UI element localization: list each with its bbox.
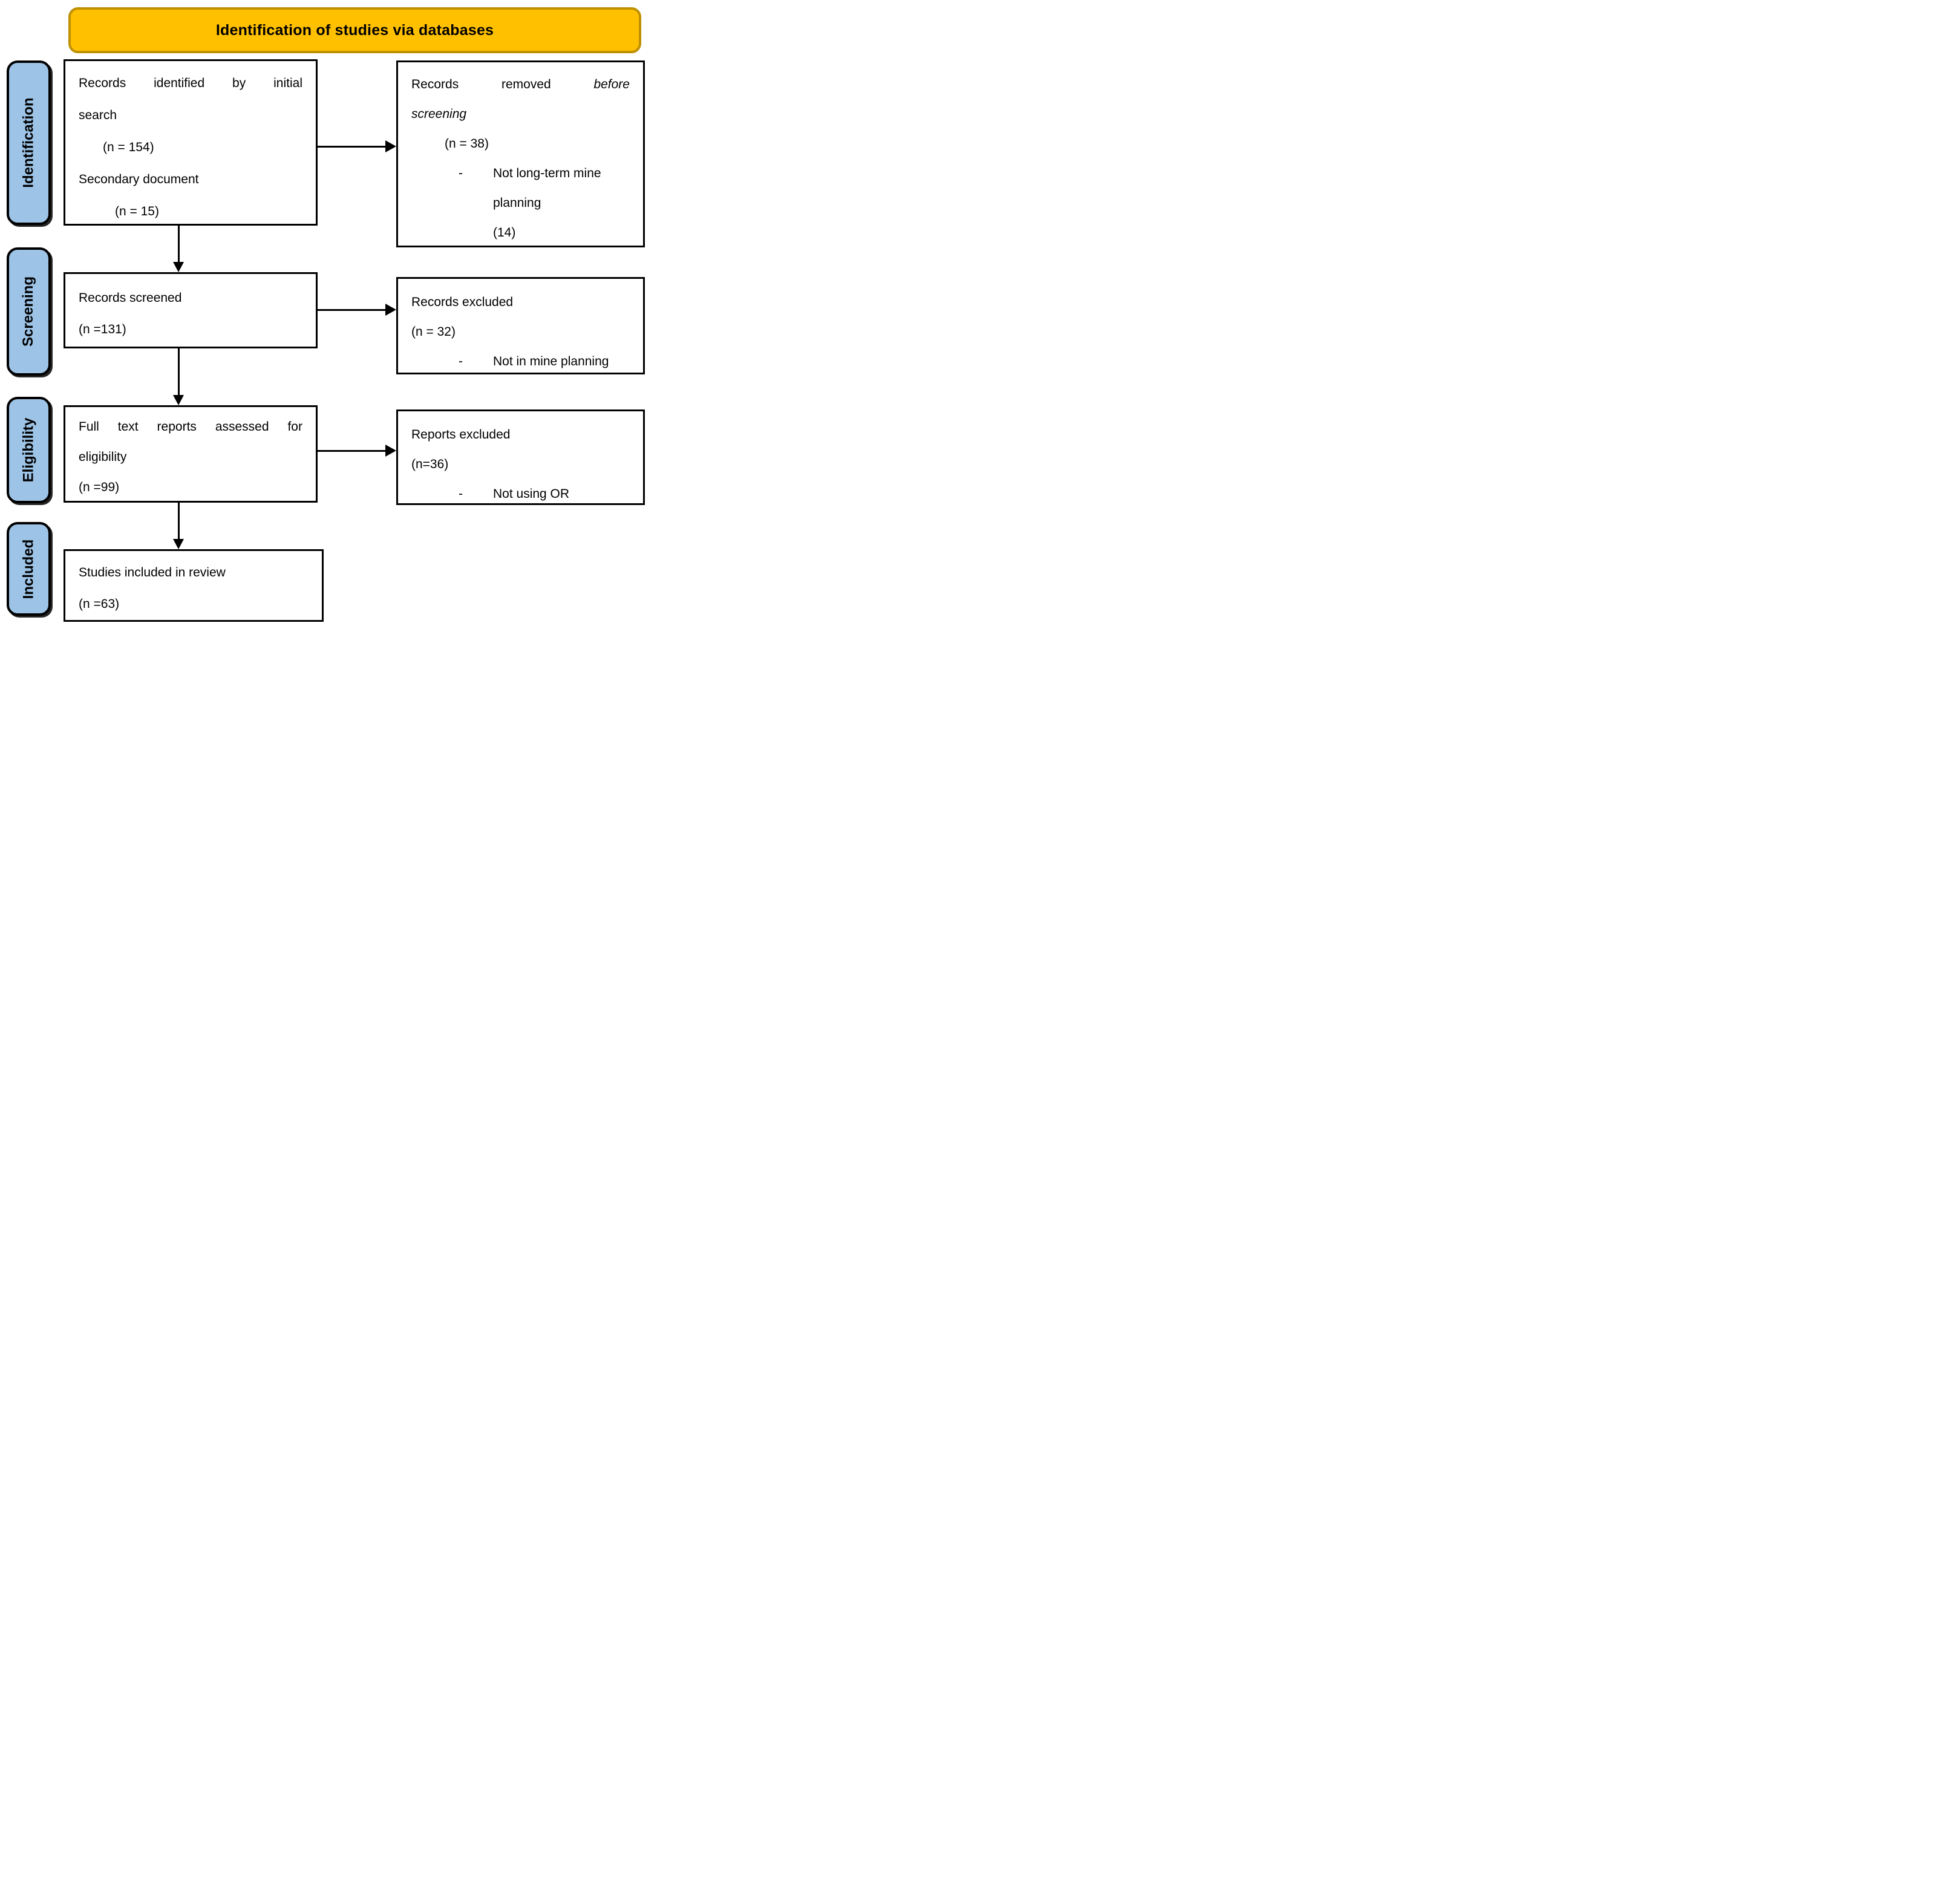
records-identified-line2: search (79, 108, 117, 122)
arrow-identified-to-removed-head (385, 140, 396, 152)
stage-label-screening: Screening (7, 247, 51, 376)
stage-label-identification: Identification (7, 60, 51, 225)
fulltext-line2: eligibility (79, 450, 127, 464)
studies-included-count: (n =63) (79, 597, 120, 611)
box-reports-excluded: Reports excluded (n=36) - Not using OR (396, 409, 645, 505)
fulltext-line1: Full text reports assessed for (79, 420, 302, 434)
bullet-dash: - (459, 487, 463, 501)
stage-label-identification-text: Identification (20, 97, 37, 188)
records-excluded-line1: Records excluded (411, 295, 514, 309)
arrow-screened-to-excluded-line (318, 309, 387, 311)
arrow-screened-to-fulltext-line (178, 348, 180, 396)
box-records-excluded: Records excluded (n = 32) - Not in mine … (396, 277, 645, 374)
reports-excluded-reason: - Not using OR (411, 479, 630, 509)
records-screened-line1: Records screened (79, 291, 182, 305)
box-fulltext-assessed: Full text reports assessed for eligibili… (64, 405, 318, 503)
box-records-screened: Records screened (n =131) (64, 272, 318, 348)
records-excluded-reason: - Not in mine planning (411, 347, 630, 376)
arrow-identified-to-screened-head (173, 262, 184, 272)
arrow-identified-to-screened-line (178, 226, 180, 263)
title-banner: Identification of studies via databases (68, 7, 641, 53)
records-removed-count: (n = 38) (445, 137, 489, 151)
stage-label-screening-text: Screening (20, 276, 37, 347)
records-removed-reason-cont: planning (493, 196, 541, 210)
arrow-screened-to-fulltext-head (173, 395, 184, 405)
records-excluded-count: (n = 32) (411, 325, 456, 339)
records-removed-reason-count: (14) (493, 226, 516, 240)
records-screened-count: (n =131) (79, 322, 126, 336)
arrow-fulltext-to-included-head (173, 539, 184, 549)
stage-label-included: Included (7, 522, 51, 616)
records-removed-line1: Records removed before (411, 77, 630, 91)
arrow-identified-to-removed-line (318, 146, 387, 148)
records-removed-reason: - Not long-term mine (411, 158, 630, 188)
arrow-fulltext-to-reports-line (318, 450, 387, 452)
bullet-dash: - (459, 166, 463, 180)
box-records-removed: Records removed before screening (n = 38… (396, 60, 645, 247)
bullet-dash: - (459, 354, 463, 368)
stage-label-eligibility: Eligibility (7, 397, 51, 503)
diagram-title: Identification of studies via databases (215, 21, 494, 39)
stage-label-included-text: Included (20, 539, 37, 599)
fulltext-count: (n =99) (79, 480, 120, 494)
secondary-document-line: Secondary document (79, 172, 199, 186)
arrow-fulltext-to-included-line (178, 503, 180, 540)
box-records-identified: Records identified by initial search (n … (64, 59, 318, 226)
reports-excluded-count: (n=36) (411, 457, 449, 471)
records-identified-count: (n = 154) (103, 140, 154, 154)
secondary-document-count: (n = 15) (115, 204, 159, 218)
arrow-screened-to-excluded-head (385, 304, 396, 316)
records-removed-line2: screening (411, 107, 467, 121)
records-identified-line1: Records identified by initial (79, 76, 302, 90)
prisma-flow-diagram: Identification of studies via databases … (0, 0, 653, 631)
studies-included-line1: Studies included in review (79, 566, 226, 579)
reports-excluded-line1: Reports excluded (411, 428, 511, 442)
arrow-fulltext-to-reports-head (385, 445, 396, 457)
box-studies-included: Studies included in review (n =63) (64, 549, 324, 622)
stage-label-eligibility-text: Eligibility (20, 417, 37, 483)
